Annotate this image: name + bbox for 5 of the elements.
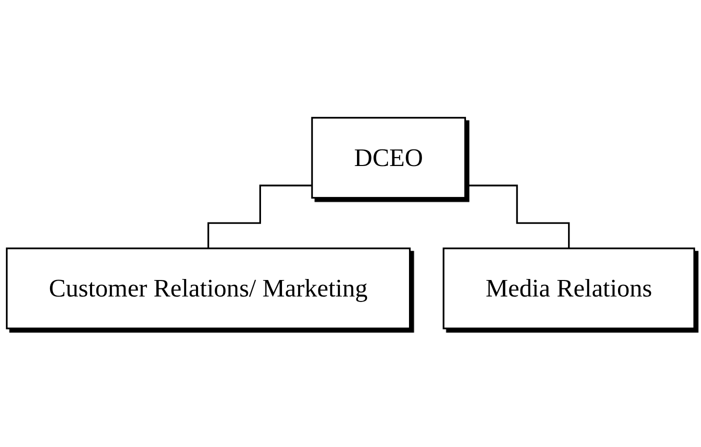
node-box: Customer Relations/ Marketing (6, 248, 411, 330)
node-box: Media Relations (442, 248, 696, 330)
node-box: DCEO (311, 117, 466, 200)
connector (465, 185, 570, 250)
connector (207, 185, 312, 250)
